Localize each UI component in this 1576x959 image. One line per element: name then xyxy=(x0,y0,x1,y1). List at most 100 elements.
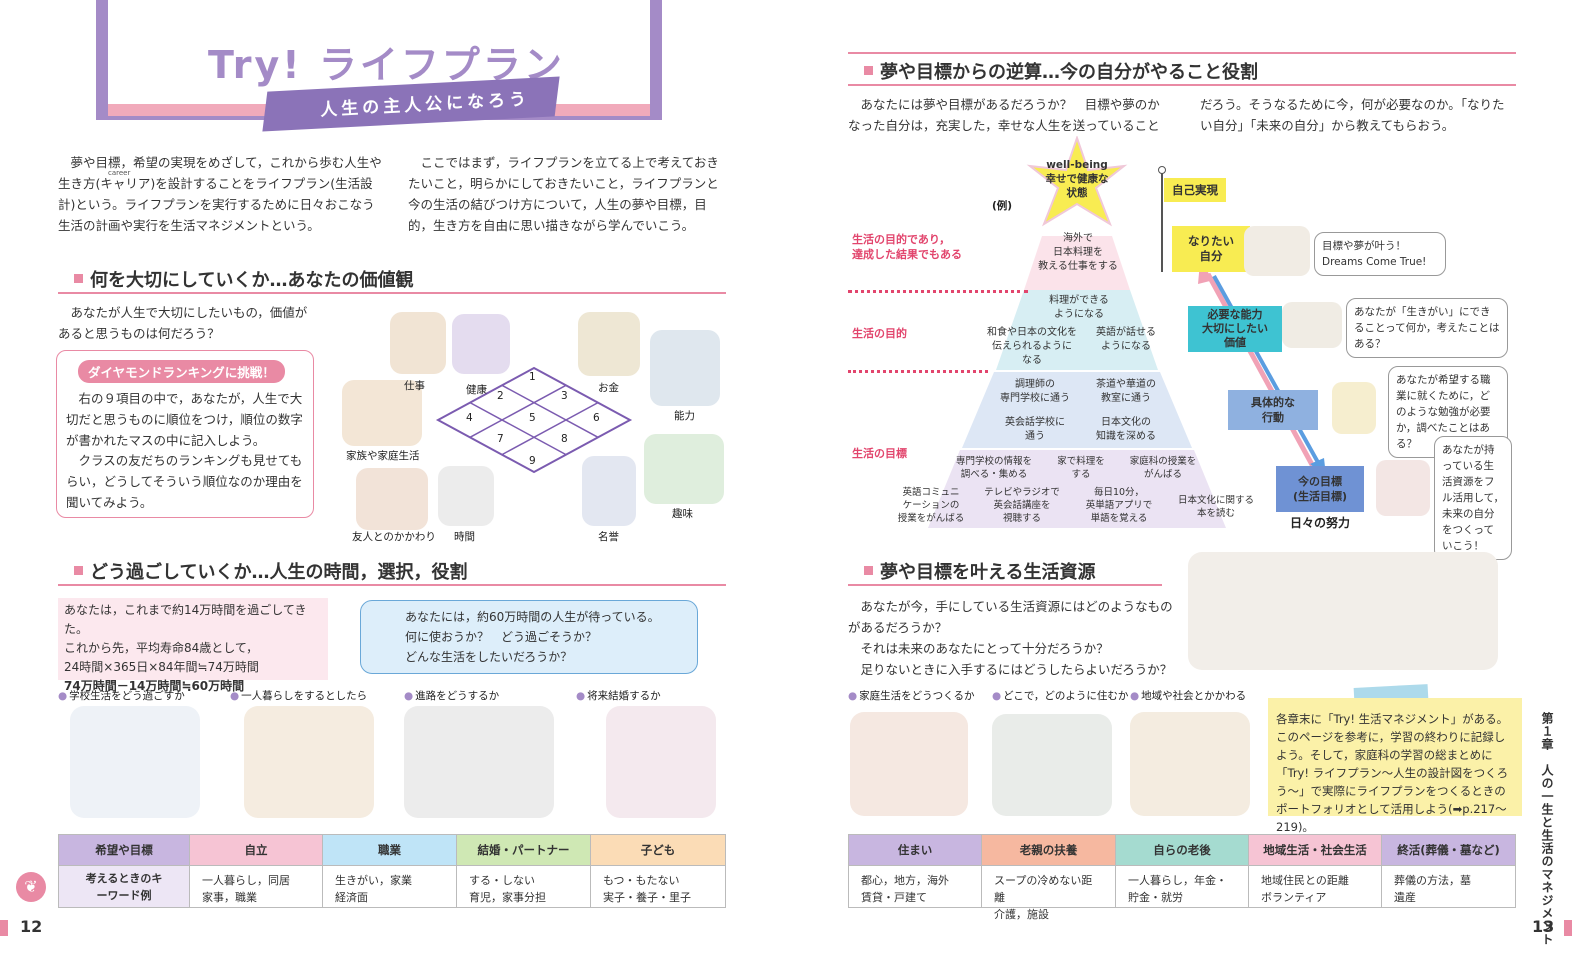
pyramid-l2-cook: 料理ができるようになる xyxy=(1049,295,1109,320)
diamond-cell-8[interactable]: 8 xyxy=(561,433,568,445)
table-left-header-2: 職業 xyxy=(323,835,456,865)
diamond-cell-6[interactable]: 6 xyxy=(593,412,600,424)
diamond-cell-5[interactable]: 5 xyxy=(529,412,536,424)
purpose-dotted-line-2 xyxy=(848,370,988,373)
pyramid-top-goal: 海外で日本料理を教える仕事をする xyxy=(1038,233,1118,272)
pyramid-l4-cook-home: 家で料理をする xyxy=(1057,456,1105,480)
illustration-work xyxy=(390,312,446,374)
keyword-table-right: 住まい 老親の扶養 自らの老後 地域生活・社会生活 終活(葬儀・墓など) 都心，… xyxy=(848,834,1516,921)
current-goal-box: 今の目標(生活目標) xyxy=(1276,466,1364,512)
pyramid-l3-tea: 茶道や華道の教室に通う xyxy=(1096,379,1156,404)
table-left-cell-1: 一人暮らし，同居家事，職業 xyxy=(202,874,290,904)
time-box2-line3: どんな生活をしたいだろうか？ xyxy=(405,650,573,664)
purpose-dotted-line-1 xyxy=(848,290,1028,293)
illustration-family-life xyxy=(850,712,968,816)
diamond-box-text2: クラスの友だちのランキングも見せてもらい，どうしてそういう順位なのか理由を聞いて… xyxy=(66,453,303,510)
illustration-housing xyxy=(992,714,1112,816)
table-right-cell-3: 地域住民との距離ボランティア xyxy=(1261,874,1349,904)
value-label-family: 家族や家庭生活 xyxy=(346,450,420,462)
illustration-honor xyxy=(582,456,636,526)
diamond-cell-7[interactable]: 7 xyxy=(497,433,504,445)
illustration-career xyxy=(404,706,554,818)
pyramid-l4-research: 専門学校の情報を調べる・集める xyxy=(955,456,1032,480)
illustration-time xyxy=(438,466,494,526)
table-left-header-3: 結婚・パートナー xyxy=(457,835,590,865)
pyramid-example-label: (例) xyxy=(992,200,1013,212)
value-label-money: お金 xyxy=(598,382,619,394)
table-right-cell-2: 一人暮らし，年金・貯金・就労 xyxy=(1128,874,1227,904)
pyramid-intro: あなたには夢や目標があるだろうか？ 目標や夢のかなった自分は，充実した，幸せな人… xyxy=(848,97,1505,133)
self-realization-flag: 自己実現 xyxy=(1164,178,1226,202)
time-bullet-marriage: 将来結婚するか xyxy=(576,688,661,703)
table-right-header-4: 終活(葬儀・墓など) xyxy=(1382,835,1515,865)
pyramid-l2-english: 英語が話せるようになる xyxy=(1096,327,1156,352)
resources-bubble: あなたが持っている生活資源をフル活用して，未来の自分をつくっていこう！ xyxy=(1434,436,1512,560)
table-left-cell-2: 生きがい，家業経済面 xyxy=(335,874,412,904)
time-box1-line1: あなたは，これまで約14万時間を過ごしてきた。 xyxy=(64,603,307,636)
pyramid-l3-chef-school: 調理師の専門学校に通う xyxy=(1000,379,1070,404)
value-label-friends: 友人とのかかわり xyxy=(352,531,436,543)
diamond-grid xyxy=(435,366,633,474)
pyramid-l4-homeec: 家庭科の授業をがんばる xyxy=(1129,456,1197,480)
table-right-cell-0: 都心，地方，海外賃貸・戸建て xyxy=(861,874,949,904)
time-box1: あなたは，これまで約14万時間を過ごしてきた。 これから先，平均寿命84歳として… xyxy=(58,598,328,693)
pyramid-l4-book: 日本文化に関する本を読む xyxy=(1177,495,1254,519)
diamond-box-text1: 右の９項目の中で，あなたが，人生で大切だと思うものに順位をつけ，順位の数字が書か… xyxy=(66,391,303,448)
page-number-right: 13 xyxy=(1532,917,1555,936)
illustration-marriage xyxy=(606,706,716,818)
flow-arrows xyxy=(1198,262,1326,476)
resources-heading: 夢や目標を叶える生活資源 xyxy=(848,558,1162,586)
illustration-money xyxy=(578,312,640,376)
diamond-cell-2[interactable]: 2 xyxy=(497,390,504,402)
time-box2-line2: 何に使おうか？ どう過ごそうか？ xyxy=(405,630,598,644)
page-number-left: 12 xyxy=(20,917,43,936)
table-right-header-3: 地域生活・社会生活 xyxy=(1249,835,1381,865)
illustration-thinking-student xyxy=(1376,460,1430,516)
diamond-cell-3[interactable]: 3 xyxy=(561,390,568,402)
illustration-school xyxy=(70,706,200,818)
illustration-alone xyxy=(244,706,374,818)
career-study-bubble: あなたが希望する職業に就くために，どのような勉強が必要か，調べたことはある？ xyxy=(1388,366,1508,458)
goal-label: 生活の目標 xyxy=(852,447,907,460)
table-left-cell-4: もつ・もたない実子・養子・里子 xyxy=(603,874,691,904)
action-box: 具体的な行動 xyxy=(1228,390,1318,430)
time-box1-line2: これから先，平均寿命84歳として， xyxy=(64,641,259,655)
values-heading: 何を大切にしていくか…あなたの価値観 xyxy=(58,266,726,294)
illustration-family xyxy=(342,380,422,446)
diamond-box xyxy=(56,350,314,518)
table-left-header-1: 自立 xyxy=(190,835,322,865)
table-left-header-0: 希望や目標 xyxy=(59,835,189,865)
illustration-health xyxy=(452,314,510,374)
table-right-cell-1: スープの冷めない距離介護，施設 xyxy=(994,874,1093,921)
time-bullet-career: 進路をどうするか xyxy=(404,688,499,703)
pyramid-l4-tv: テレビやラジオで英会話講座を視聴する xyxy=(984,487,1060,524)
table-left-header-4: 子ども xyxy=(591,835,725,865)
illustration-resources xyxy=(1188,552,1498,670)
illustration-value-icons xyxy=(1282,302,1342,348)
page-marker-left xyxy=(0,920,8,936)
pyramid-l3-knowledge: 日本文化の知識を深める xyxy=(1096,417,1156,442)
page-marker-right xyxy=(1564,920,1572,936)
diamond-cell-9[interactable]: 9 xyxy=(529,455,536,467)
diamond-cell-1[interactable]: 1 xyxy=(529,371,536,383)
dove-logo: ❦ xyxy=(16,872,46,902)
intro-col1: 夢や目標，希望の実現をめざして，これから歩む人生や生き方(キャリア)を設計するこ… xyxy=(58,155,382,233)
pyramid-diagram xyxy=(928,236,1226,528)
pyramid-l4-english-class: 英語コミュニケーションの授業をがんばる xyxy=(897,487,965,524)
diamond-cell-4[interactable]: 4 xyxy=(466,412,473,424)
flag-pole xyxy=(1161,170,1163,272)
value-label-health: 健康 xyxy=(466,384,487,396)
diamond-box-title: ダイヤモンドランキングに挑戦！ xyxy=(78,360,285,383)
illustration-ability xyxy=(650,330,720,406)
value-label-ability: 能力 xyxy=(674,410,695,422)
illustration-student xyxy=(1332,382,1376,434)
keyword-table-left: 希望や目標 自立 職業 結婚・パートナー 子ども 考えるときのキーワード例 一人… xyxy=(58,834,726,908)
flag-pole-top xyxy=(1158,166,1166,174)
table-right-cell-4: 葬儀の方法，墓遺産 xyxy=(1394,874,1471,904)
title-banner: Try! ライフプラン xyxy=(96,0,662,120)
resources-bullet-community: 地域や社会とかかわる xyxy=(1130,688,1246,703)
value-label-hobby: 趣味 xyxy=(672,508,693,520)
illustration-hobby xyxy=(644,434,724,504)
table-right-header-1: 老親の扶養 xyxy=(982,835,1115,865)
